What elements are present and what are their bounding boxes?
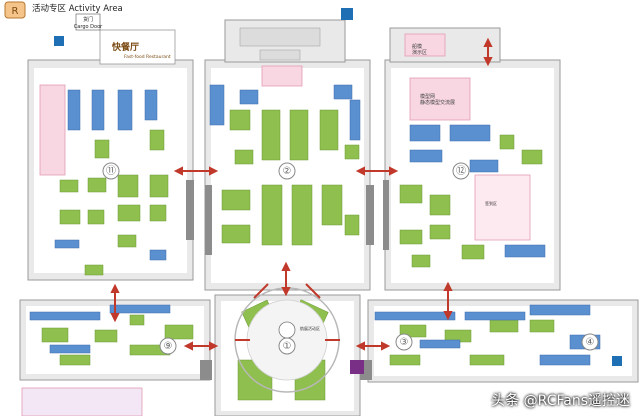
fast-food-title: 快餐厅 (112, 41, 139, 53)
entrance-stairs (239, 27, 321, 61)
fast-food-restaurant: 快餐厅 Fast-food Restaurant (99, 29, 176, 65)
model-exhibit-label: 模型网静态模型交流展 (420, 93, 455, 106)
registration-label: 签到区 (485, 200, 497, 206)
hall-4-label: ④ (586, 337, 595, 348)
cargo-door: 货门 Cargo Door (74, 13, 103, 31)
legend-label: 活动专区 Activity Area (32, 4, 123, 14)
special-zones (21, 33, 531, 416)
center-stage-label: 航展活动区 (300, 325, 320, 331)
hall-11-label: ⑪ (106, 165, 116, 177)
hall-12-label: ⑫ (456, 165, 466, 177)
pillars (186, 180, 389, 380)
watermark: 头条 @RCFans遥控迷 (491, 393, 630, 409)
legend: R 活动专区 Activity Area (0, 0, 200, 19)
hall-2-label: ② (283, 166, 292, 177)
svg-text:R: R (12, 6, 19, 17)
fly-area-label: 船模演示区 (412, 43, 427, 56)
cargo-door-subtitle: Cargo Door (74, 24, 103, 30)
fast-food-subtitle: Fast-food Restaurant (124, 54, 171, 60)
hall-markers (102, 162, 599, 355)
hall-9-label: ⑨ (164, 341, 173, 352)
hall-3-label: ③ (400, 337, 409, 348)
flow-arrows (110, 37, 493, 351)
cargo-door-title: 货门 (83, 16, 93, 23)
restroom-icons (54, 8, 622, 374)
hall-1-label: ① (283, 341, 292, 352)
activity-area-icon: R (4, 1, 26, 19)
